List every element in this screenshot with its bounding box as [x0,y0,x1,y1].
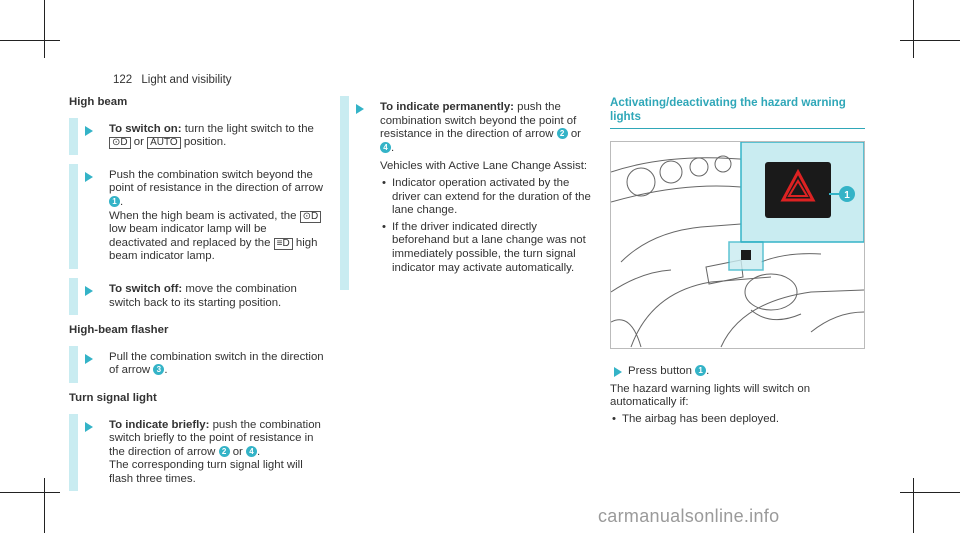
text-push: Push the combination switch beyond the p… [109,168,324,195]
step-briefly: To indicate briefly: push the combinatio… [69,413,324,492]
bullet-item: If the driver indicated directly beforeh… [380,221,595,275]
section-title: Light and visibility [141,74,232,86]
marker-2: 2 [218,445,230,457]
page-header: 122 Light and visibility [113,74,232,86]
label-switch-on: To switch on: [109,122,182,135]
text-position: position. [183,136,227,149]
step-arrow-icon [85,421,93,432]
step-arrow-icon [356,104,364,114]
auto-light-icon: AUTO [147,137,181,150]
step-arrow-icon [85,171,93,182]
step-permanently: To indicate permanently: push the combin… [340,96,595,291]
text-low-beam-deactivated: low beam indicator lamp will be deactiva… [109,223,271,249]
step-switch-on: To switch on: turn the light switch to t… [69,117,324,155]
marker-2: 2 [556,128,568,140]
console-drawing: 1 [610,141,865,348]
text-auto-switch: The hazard warning lights will switch on… [610,382,811,409]
step-push: Push the combination switch beyond the p… [69,163,324,270]
step-press-button: Press button 1. [610,365,865,379]
step-arrow-icon [85,285,93,296]
marker-3: 3 [153,364,165,376]
crop-mark [913,478,914,533]
label-switch-off: To switch off: [109,282,183,295]
crop-mark [900,40,960,41]
text-flasher: Pull the combination switch in the direc… [109,350,324,377]
marker-4: 4 [380,141,391,153]
text-press-button: Press button [628,365,692,377]
high-beam-icon: ≡D [273,237,293,250]
label-briefly: To indicate briefly: [109,418,210,431]
column-middle: To indicate permanently: push the combin… [340,96,595,299]
bullet-item: The airbag has been deployed. [610,413,865,427]
low-beam-icon: ⊙D [109,137,131,150]
step-arrow-icon [614,367,622,377]
crop-mark [44,0,45,58]
text-high-beam-activated: When the high beam is activated, the [109,209,297,222]
text-switch-on: turn the light switch to the [181,122,314,135]
figure-marker-1: 1 [844,190,850,201]
crop-mark [0,40,60,41]
text-high-beam-lamp: high beam indicator lamp. [109,236,318,263]
step-arrow-icon [85,353,93,364]
low-beam-icon: ⊙D [299,210,322,223]
crop-mark [900,492,960,493]
column-left: High beam To switch on: turn the light s… [69,96,324,500]
step-arrow-icon [85,125,93,136]
marker-4: 4 [246,445,258,457]
watermark: carmanualsonline.info [598,506,780,526]
heading-hazard: Activating/deactivating the hazard warni… [610,96,865,129]
crop-mark [44,478,45,533]
marker-1: 1 [695,365,707,376]
text-briefly: push the combination switch briefly to t… [109,418,321,458]
marker-1: 1 [109,195,120,207]
page-number: 122 [113,74,133,86]
column-right: Activating/deactivating the hazard warni… [610,96,865,429]
label-permanently: To indicate permanently: [380,101,514,113]
heading-flasher: High-beam flasher [69,324,169,337]
text-permanently: push the combination switch beyond the p… [380,101,577,141]
step-switch-off: To switch off: move the combination swit… [69,277,324,316]
bullet-item: Indicator operation activated by the dri… [380,177,595,218]
hazard-button-illustration: 1 [610,141,865,349]
text-switch-off: move the combination switch back to its … [109,282,297,309]
text-or: or [133,136,144,149]
heading-turn-signal: Turn signal light [69,391,157,404]
step-flasher: Pull the combination switch in the direc… [69,345,324,384]
heading-high-beam: High beam [69,96,128,108]
crop-mark [913,0,914,58]
text-flash-three: The corresponding turn signal light will… [109,459,303,485]
crop-mark [0,492,60,493]
text-assist: Vehicles with Active Lane Change Assist: [380,160,588,173]
